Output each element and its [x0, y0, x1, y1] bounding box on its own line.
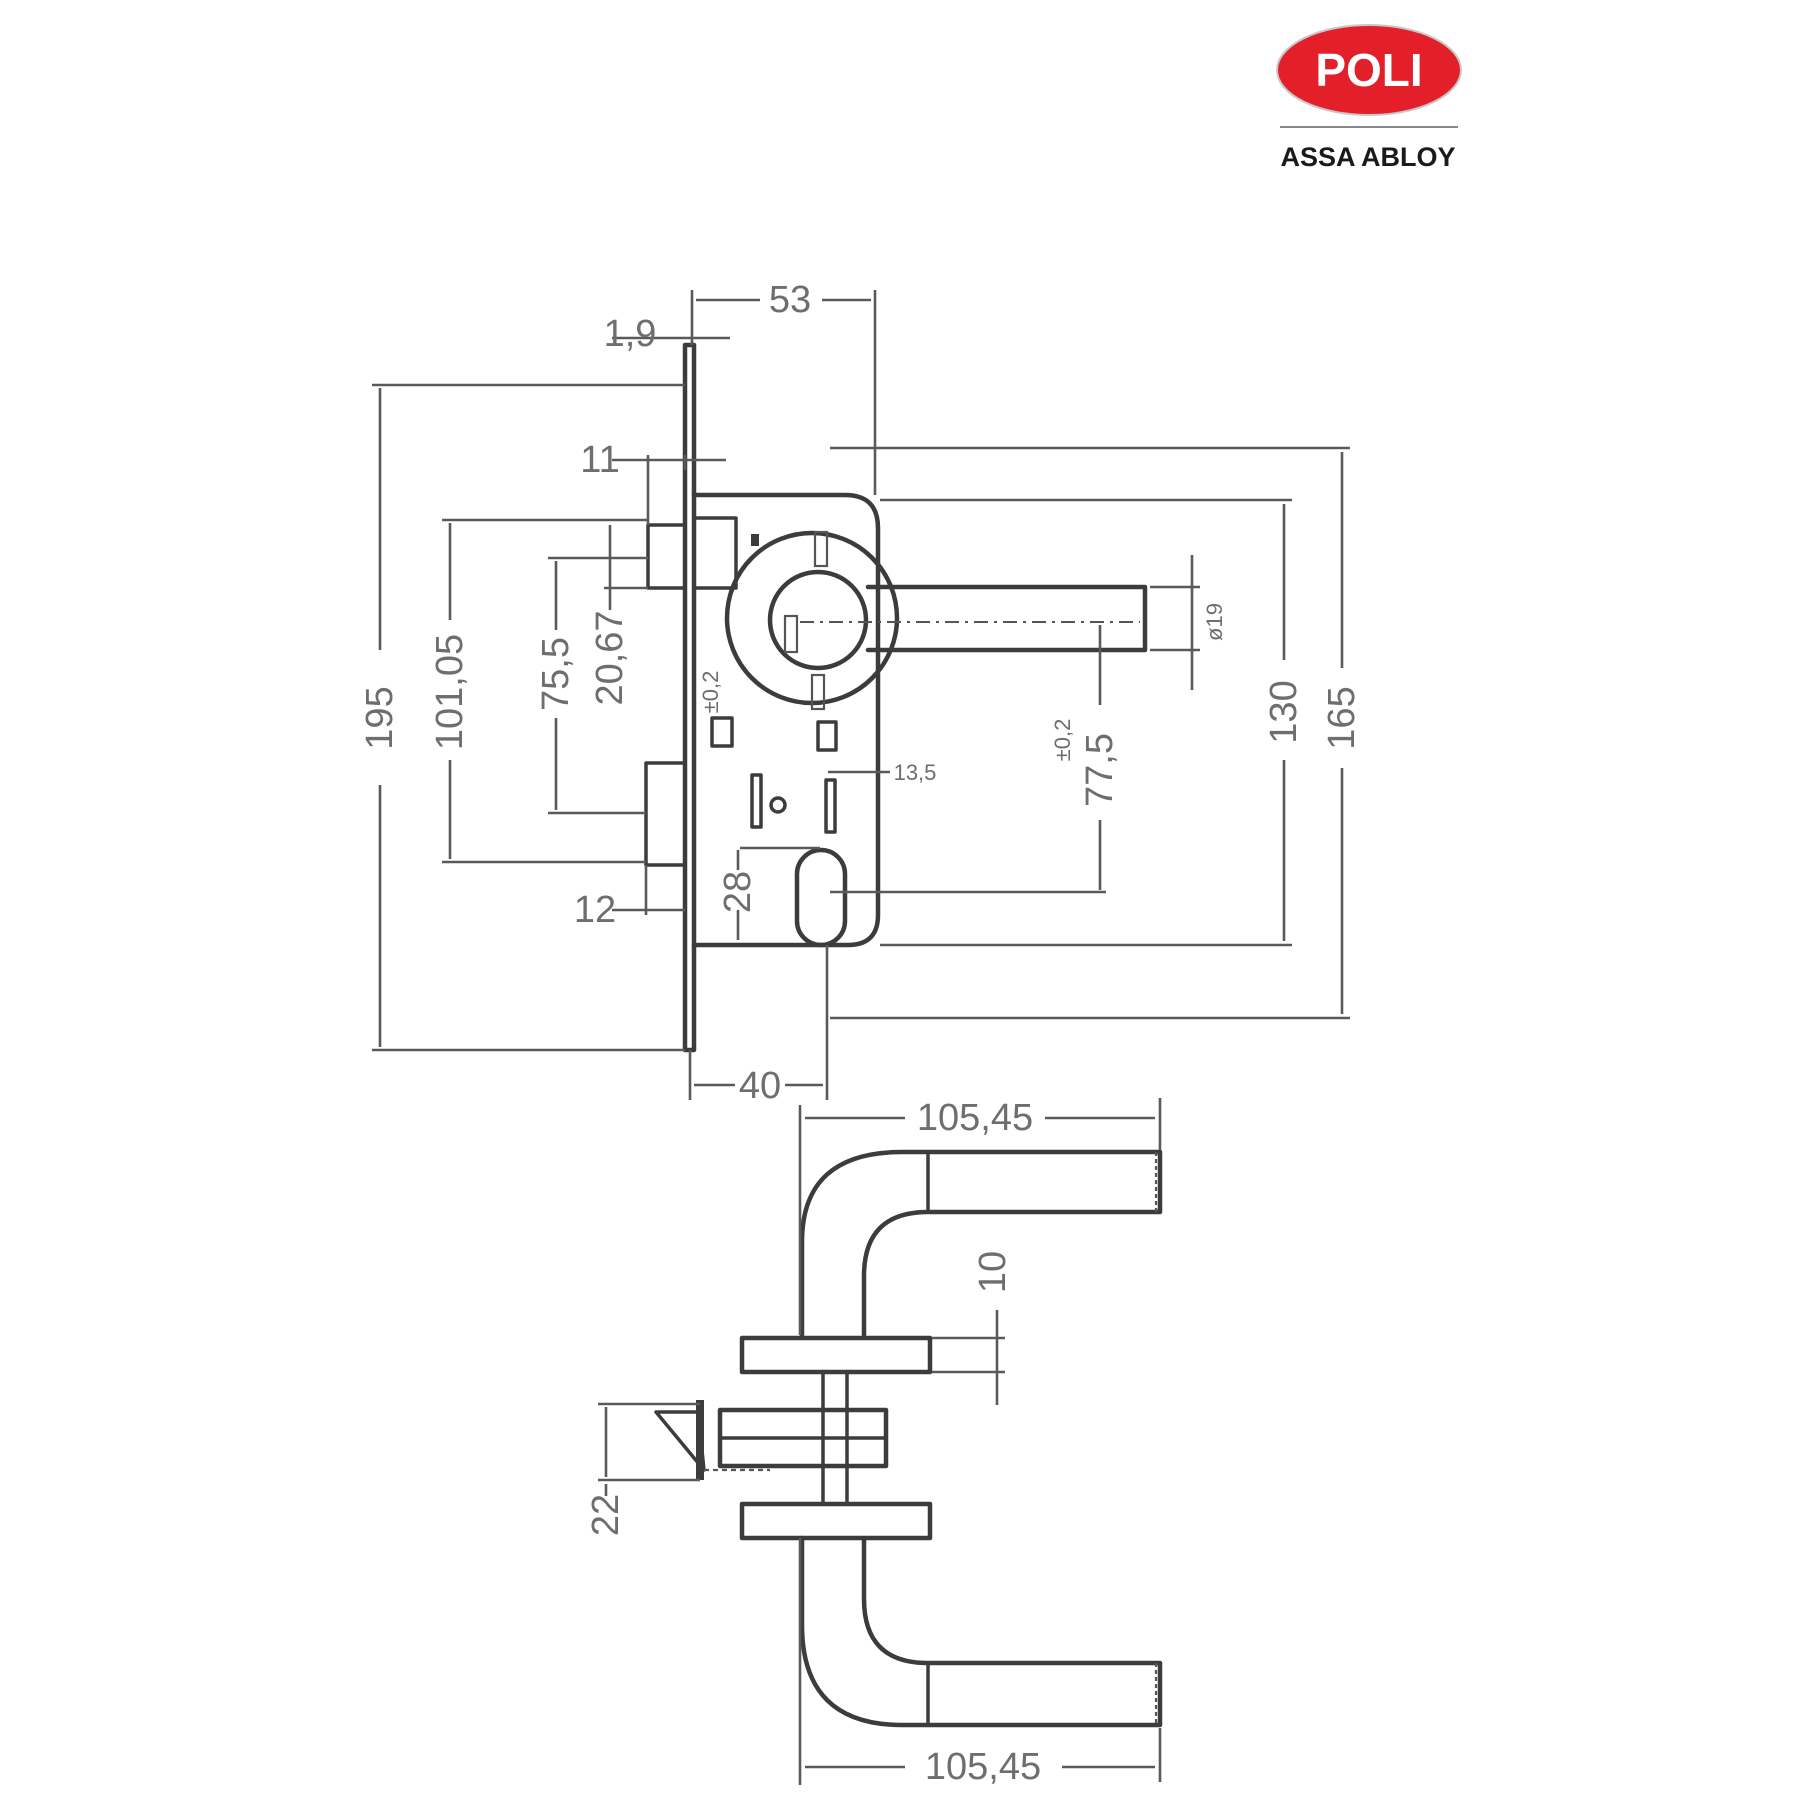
latch-bolt-inner — [692, 516, 738, 590]
lever-side-view — [654, 1149, 1163, 1728]
faceplate-side — [696, 1400, 704, 1480]
spindle-mark-bottom — [810, 673, 826, 711]
square-hole-right — [816, 720, 838, 752]
logo-subtitle: ASSA ABLOY — [1280, 142, 1455, 172]
screw-hole — [769, 796, 787, 814]
lock-case — [691, 492, 881, 948]
top-lever — [799, 1149, 1163, 1338]
slot-left — [750, 773, 763, 829]
dot-marker — [751, 534, 759, 546]
dim-dia19: ø19 — [1202, 603, 1227, 641]
side-dimensions: 105,45 10 22 105,45 — [585, 1097, 1162, 1788]
logo-ellipse — [1276, 24, 1462, 116]
dim-11: 11 — [580, 439, 619, 481]
lever-arm — [865, 584, 1148, 653]
poli-logo: POLI ASSA ABLOY — [1276, 24, 1462, 172]
lock-side-body — [717, 1407, 889, 1469]
cylinder-hole — [794, 847, 848, 948]
bottom-lever — [799, 1535, 1163, 1728]
top-rose — [739, 1335, 933, 1375]
bottom-rose — [739, 1501, 933, 1541]
dim-28: 28 — [717, 871, 759, 913]
latch-bolt — [646, 523, 687, 590]
spindle-mark-left — [783, 614, 799, 654]
dim-130: 130 — [1263, 680, 1305, 743]
dim-1-9: 1,9 — [604, 313, 657, 355]
dim-165: 165 — [1321, 686, 1363, 749]
slot-right — [824, 778, 837, 834]
dim-tol-77: ±0,2 — [1050, 719, 1075, 762]
dim-22: 22 — [585, 1494, 627, 1536]
dim-tol-square: ±0,2 — [698, 671, 723, 714]
dim-40: 40 — [739, 1065, 781, 1107]
dim-77-5: 77,5 — [1079, 733, 1121, 807]
dead-bolt — [644, 761, 687, 867]
dim-101-05: 101,05 — [429, 634, 471, 750]
front-dimensions: 53 1,9 11 195 101,05 75,5 20,67 12 — [359, 279, 1363, 1107]
dim-195: 195 — [359, 686, 401, 749]
dim-105-45-top: 105,45 — [917, 1097, 1033, 1139]
dim-10: 10 — [972, 1251, 1014, 1293]
dim-12: 12 — [574, 889, 616, 931]
spindle-mark-top — [813, 530, 829, 568]
square-hole-left — [710, 716, 734, 748]
logo-wordmark: POLI — [1315, 44, 1422, 96]
dim-105-45-bottom: 105,45 — [925, 1746, 1041, 1788]
rose-inner — [767, 569, 869, 671]
dim-13-5: 13,5 — [894, 760, 937, 785]
dim-53: 53 — [769, 279, 811, 321]
dim-20-67: 20,67 — [589, 610, 631, 705]
dim-75-5: 75,5 — [535, 637, 577, 711]
